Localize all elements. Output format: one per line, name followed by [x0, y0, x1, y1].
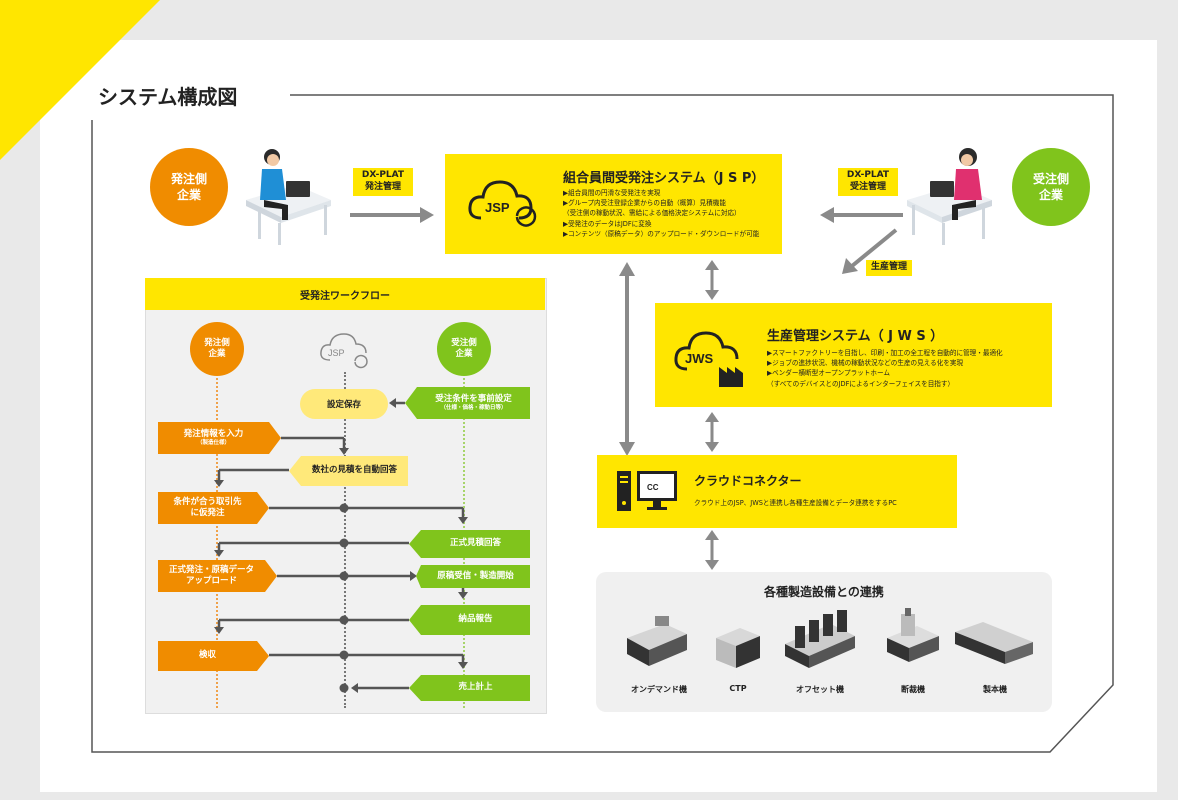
jws-factory-cloud-icon: JWS [674, 331, 743, 387]
equipment-label-ctp: CTP [729, 684, 747, 693]
equipment-label-cutter: 断裁機 [901, 685, 925, 694]
dx-plat-order-management-tag: DX-PLAT 発注管理 [353, 168, 413, 196]
receiver-person-at-desk-illustration [907, 148, 992, 245]
dx-plat-receive-management-tag: DX-PLAT 受注管理 [838, 168, 898, 196]
orderer-lane [216, 378, 218, 708]
step-receive-conditions: 受注条件を事前設定 （仕様・価格・稼動日等） [435, 393, 512, 411]
yellow-corner-accent [0, 0, 160, 160]
jws-system-box: JWS 生産管理システム（ J W S ） ▶スマートファクトリーを目指し、印刷… [655, 303, 1052, 407]
orderer-company-circle: 発注側 企業 [150, 148, 228, 226]
step-inspection: 検収 [198, 650, 216, 661]
step-provisional-order: 条件が合う取引先 に仮発注 [173, 496, 242, 518]
step-delivery-report: 納品報告 [458, 614, 493, 625]
step-order-input: 発注情報を入力 （製造仕様） [183, 428, 244, 446]
jws-features: ▶スマートファクトリーを目指し、印刷・加工の全工程を自動的に管理・最適化 ▶ジョ… [767, 349, 1003, 388]
jsp-system-box: JSP 組合員間受発注システム（J S P） ▶組合員間の円滑な受発注を実現 ▶… [445, 154, 782, 254]
cutting-machine-illustration [887, 608, 939, 662]
workflow-orderer-circle: 発注側 企業 [190, 322, 244, 376]
equipment-label-on-demand: オンデマンド機 [631, 685, 687, 694]
jws-title: 生産管理システム（ J W S ） [767, 329, 944, 344]
svg-text:JSP: JSP [328, 348, 345, 358]
workflow-receiver-circle: 受注側 企業 [437, 322, 491, 376]
step-formal-order-upload: 正式発注・原稿データ アップロード [168, 564, 254, 586]
receiver-company-circle: 受注側 企業 [1012, 148, 1090, 226]
connector-title: クラウドコネクター [694, 474, 802, 488]
equipment-label-offset: オフセット機 [796, 685, 844, 694]
jsp-features: ▶組合員間の円滑な受発注を実現 ▶グループ内受注登録企業からの自動（概算）見積機… [563, 189, 760, 238]
jsp-cloud-icon: JSP [468, 180, 537, 227]
pc-computer-icon: CC [617, 471, 677, 511]
step-save-settings: 設定保存 [300, 389, 388, 419]
connector-description: クラウド上のJSP、JWSと連携し各種生産設備とデータ連携をするPC [694, 499, 897, 507]
ctp-machine-illustration [716, 628, 760, 668]
page-title: システム構成図 [98, 85, 238, 109]
step-formal-quote: 正式見積回答 [449, 538, 501, 549]
workflow-title: 受発注ワークフロー [145, 278, 545, 310]
svg-text:JWS: JWS [685, 351, 714, 366]
workflow-jsp-cloud-icon: JSP [320, 333, 368, 369]
production-management-tag: 生産管理 [866, 260, 912, 276]
equipment-label-binder: 製本機 [983, 685, 1007, 694]
orderer-person-at-desk-illustration [246, 149, 331, 245]
cloud-connector-box: CC クラウドコネクター クラウド上のJSP、JWSと連携し各種生産設備とデータ… [597, 455, 957, 528]
step-sales-recorded: 売上計上 [458, 682, 493, 693]
step-auto-quote: 数社の見積を自動回答 [311, 465, 397, 476]
step-start-production: 原稿受信・製造開始 [437, 570, 514, 581]
on-demand-printer-illustration [627, 616, 687, 666]
equipment-title: 各種製造設備との連携 [764, 585, 884, 599]
svg-text:CC: CC [647, 483, 659, 492]
bookbinding-machine-illustration [955, 622, 1033, 664]
offset-press-illustration [785, 610, 855, 668]
jsp-title: 組合員間受発注システム（J S P） [563, 171, 765, 186]
svg-text:JSP: JSP [485, 200, 510, 215]
